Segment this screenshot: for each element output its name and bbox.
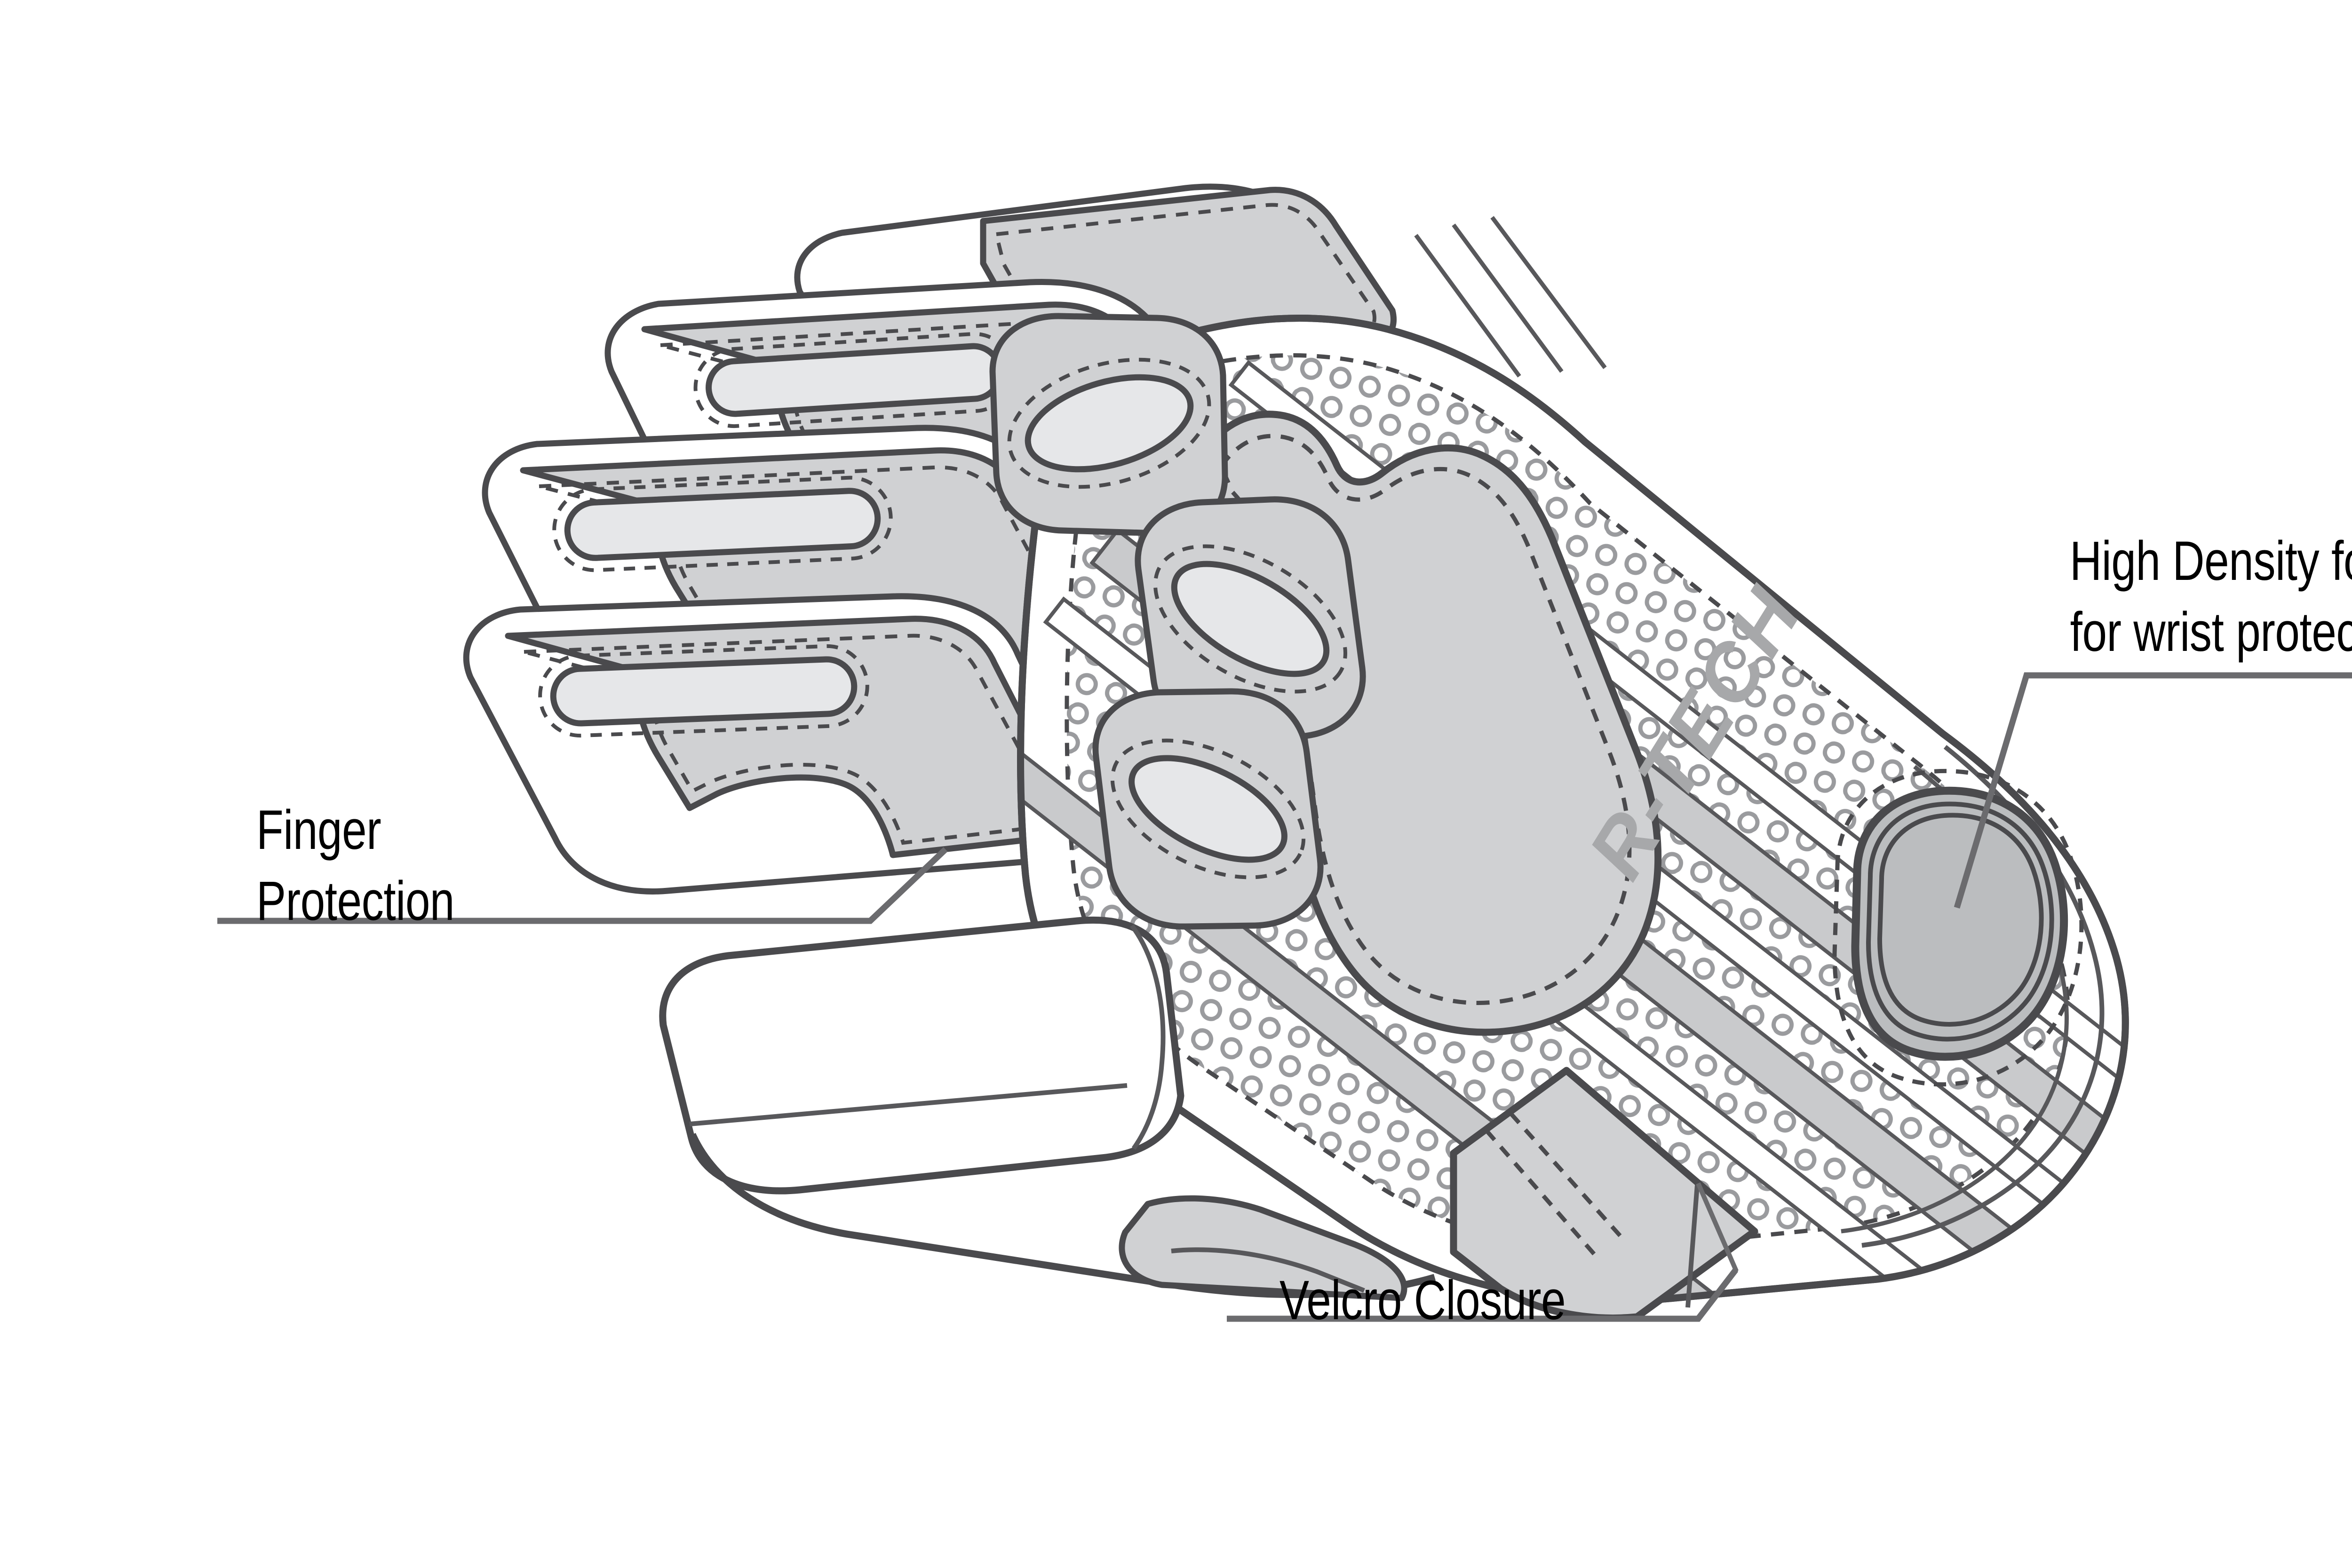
stitch-velcro-a [1485,1129,1597,1257]
callout-wrist-line-1: High Density foam [2070,530,2352,592]
slot-insert-pad-c [1128,755,1287,863]
stitch-velcro-b [1509,1112,1625,1241]
finger-pinky [463,593,1284,895]
palm-tab [1119,1195,1407,1301]
callout-finger-line-1: Finger [256,799,381,861]
knuckle-pad-small-b [1135,496,1366,743]
leader-velcro [1227,1182,1739,1322]
callout-high-density-foam: High Density foam for wrist protection [2070,526,2352,668]
callout-wrist-line-2: for wrist protection [2070,601,2352,664]
stitch-slot-middle [693,332,1015,428]
leader-finger-protection [217,847,948,924]
slot-insert-ring [564,488,881,561]
slot-insert-pad-a [1025,374,1194,473]
stitch-slot-ring [552,475,893,572]
knuckle-pad-small-a [989,313,1228,537]
stitch-wrist-puck [1832,768,2084,1087]
leader-wrist-foam [1954,672,2352,909]
thumb [659,916,1436,1301]
callout-finger-line-2: Protection [256,870,455,933]
stitch-knuckle-protector [1218,434,1632,1006]
stitch-pinky-pad [523,634,1050,845]
callout-velcro-closure: Velcro Closure [1279,1265,1566,1336]
stitch-index-pad [994,203,1376,366]
slot-insert-pinky [550,656,858,727]
slot-insert-pad-b [1171,561,1330,677]
callout-velcro-line-1: Velcro Closure [1279,1269,1566,1331]
wrist-foam-puck [1832,768,2084,1087]
knuckle-pad-small-c [1092,688,1324,930]
